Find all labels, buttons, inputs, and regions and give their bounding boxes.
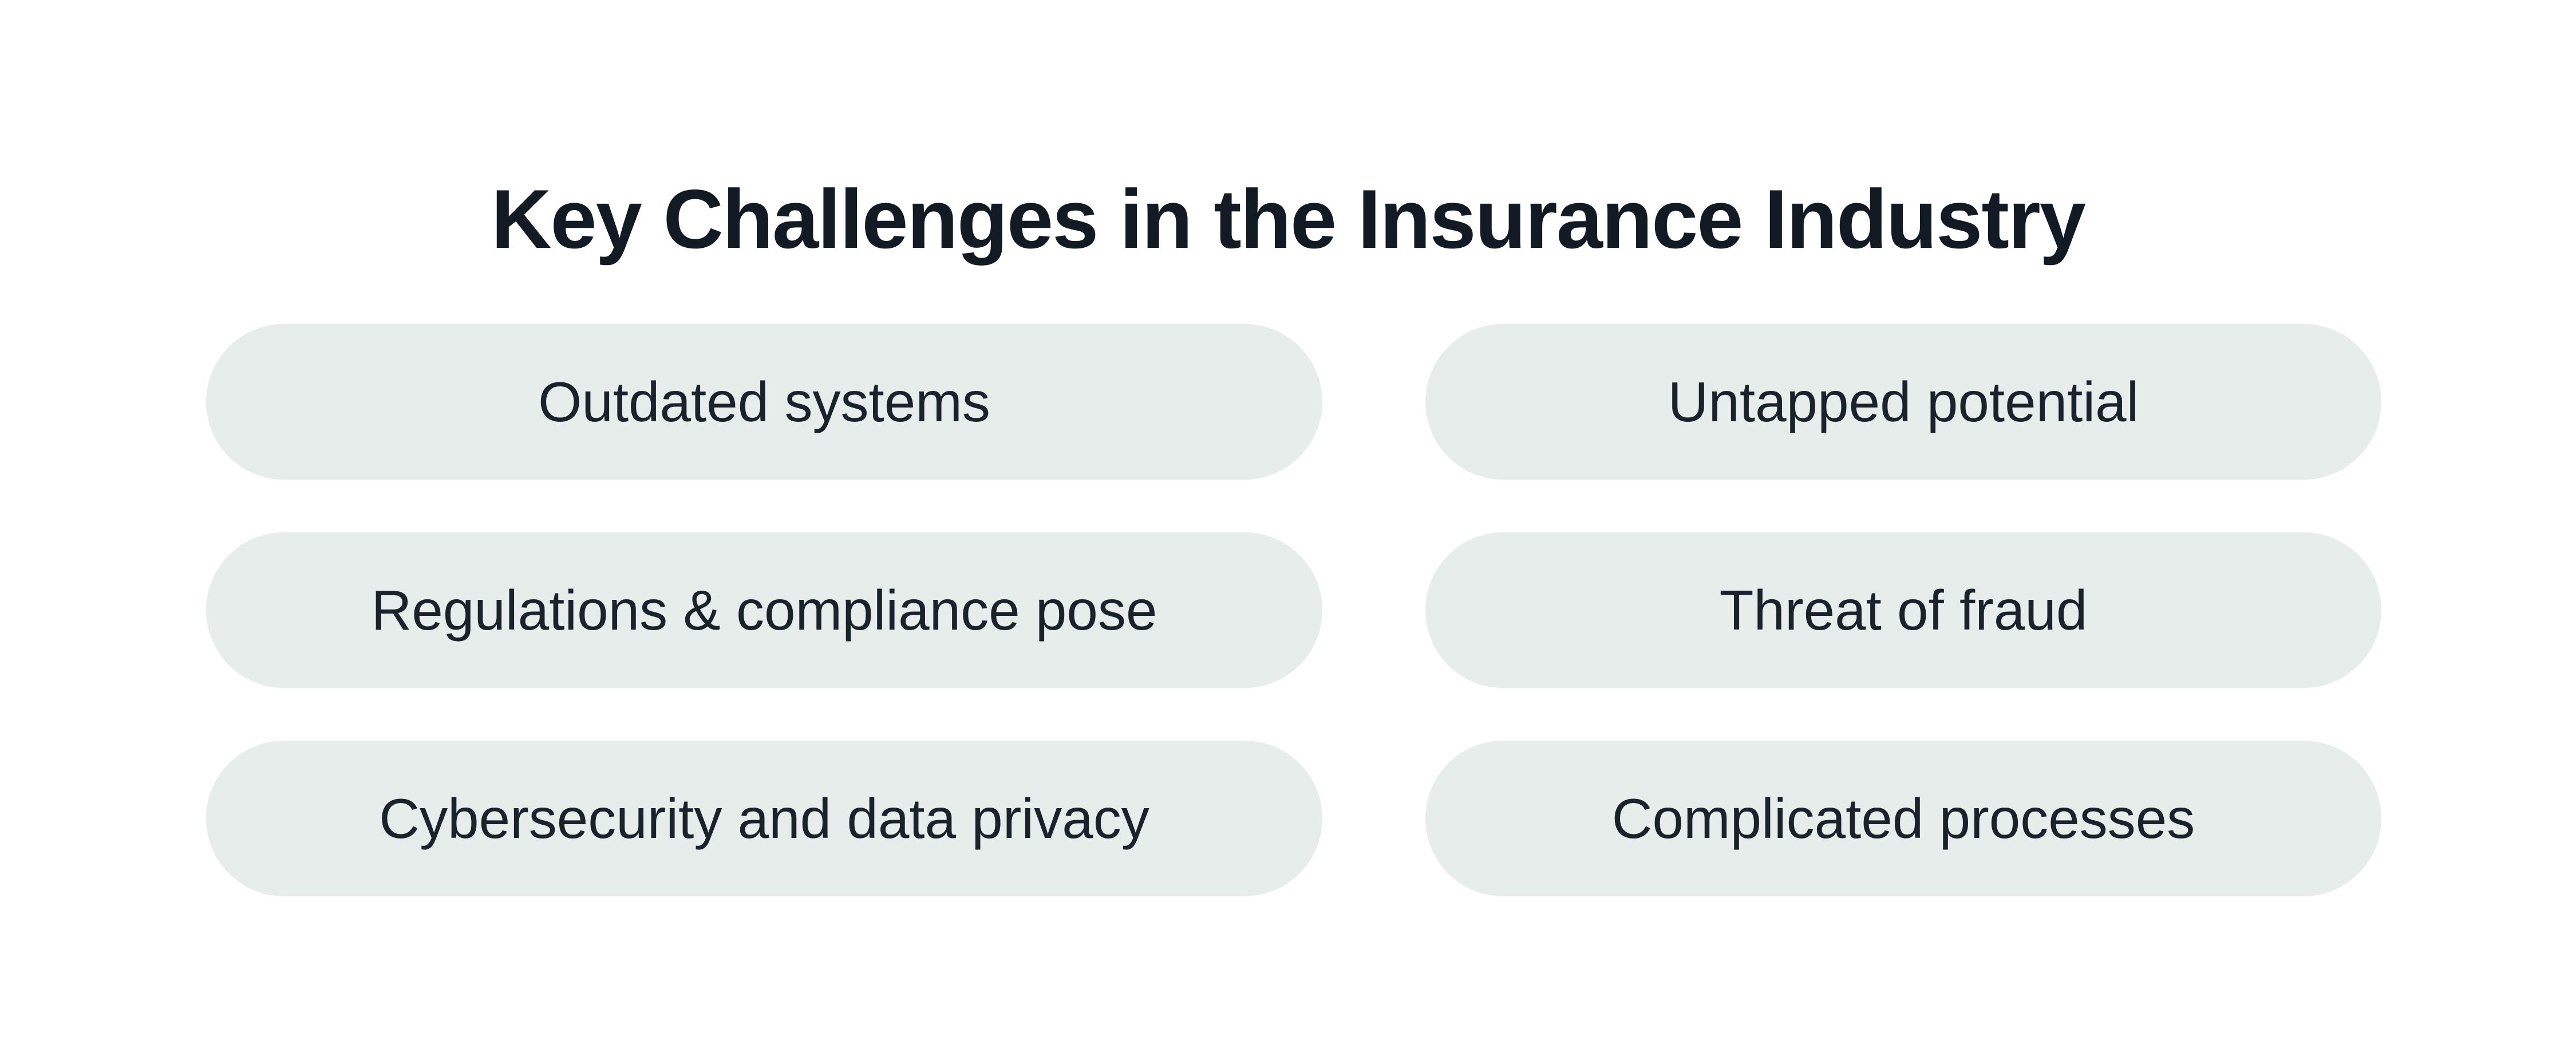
challenge-pill-label: Regulations & compliance pose	[371, 578, 1157, 642]
challenge-pill-label: Cybersecurity and data privacy	[379, 786, 1149, 850]
challenges-grid: Outdated systems Untapped potential Regu…	[206, 324, 2381, 896]
challenge-pill-cybersecurity-privacy: Cybersecurity and data privacy	[206, 741, 1322, 896]
challenge-pill-complicated-processes: Complicated processes	[1425, 741, 2381, 896]
page-title: Key Challenges in the Insurance Industry	[491, 172, 2086, 266]
challenge-pill-label: Outdated systems	[538, 370, 990, 433]
challenge-pill-threat-of-fraud: Threat of fraud	[1425, 532, 2381, 688]
challenge-pill-untapped-potential: Untapped potential	[1425, 324, 2381, 480]
challenge-pill-regulations-compliance: Regulations & compliance pose	[206, 532, 1322, 688]
challenge-pill-outdated-systems: Outdated systems	[206, 324, 1322, 480]
challenge-pill-label: Untapped potential	[1668, 370, 2139, 433]
challenge-pill-label: Threat of fraud	[1719, 578, 2088, 642]
challenge-pill-label: Complicated processes	[1611, 786, 2195, 850]
